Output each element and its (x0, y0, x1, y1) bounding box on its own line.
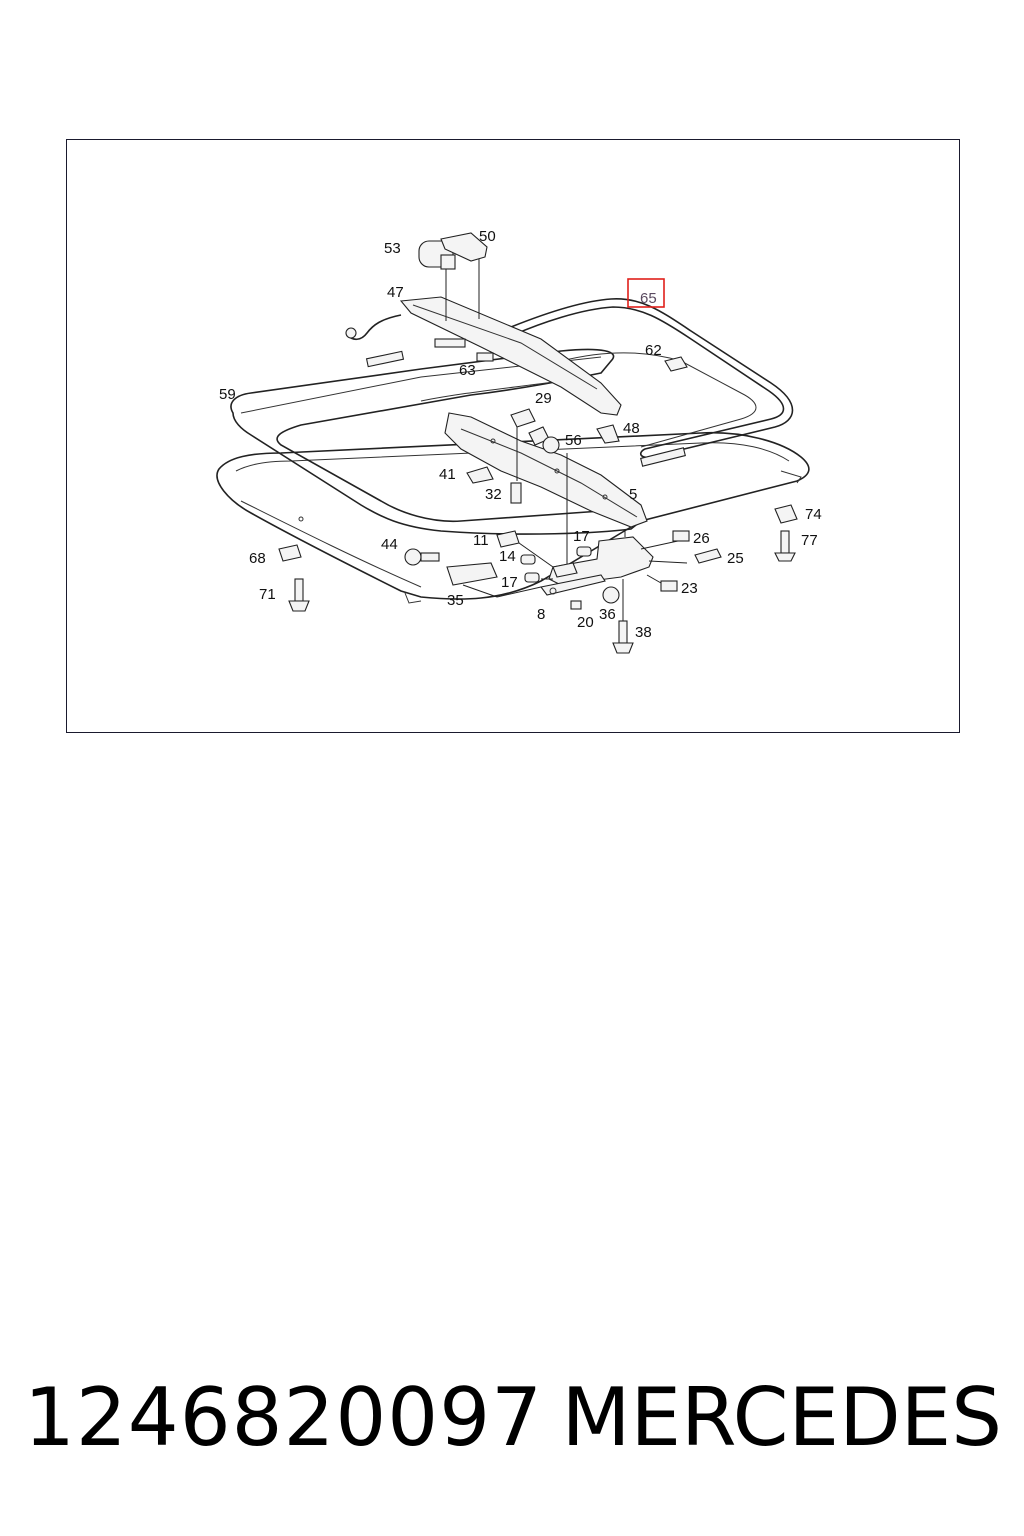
callout-17-top: 17 (573, 528, 590, 545)
clip-68 (278, 544, 302, 562)
callout-23: 23 (681, 580, 698, 597)
callout-56: 56 (565, 432, 582, 449)
callout-65[interactable]: 65 (640, 290, 657, 307)
callout-25: 25 (727, 550, 744, 567)
callout-48: 48 (623, 420, 640, 437)
screw-38 (612, 620, 634, 654)
callout-74: 74 (805, 506, 822, 523)
brand-name: MERCEDES (561, 1371, 1002, 1464)
callout-11: 11 (473, 532, 489, 549)
callout-35: 35 (447, 592, 464, 609)
screw-71 (288, 578, 310, 612)
callout-50: 50 (479, 228, 496, 245)
bracket-35 (446, 562, 498, 586)
callout-29: 29 (535, 390, 552, 407)
callout-68: 68 (249, 550, 266, 567)
callout-20: 20 (577, 614, 594, 631)
callout-17-bottom: 17 (501, 574, 518, 591)
screw-77 (774, 530, 796, 562)
callout-53: 53 (384, 240, 401, 257)
clip-62 (664, 356, 688, 372)
highlight-box (627, 278, 665, 308)
center-guide (444, 412, 648, 528)
part-number: 1246820097 (24, 1371, 543, 1464)
drive-cable (346, 314, 402, 341)
callout-41: 41 (439, 466, 456, 483)
sunroof-exploded-diagram: 53 50 47 65 62 63 59 29 48 56 41 32 5 74… (216, 228, 822, 654)
pad-26 (672, 530, 690, 542)
clip-29 (510, 408, 536, 428)
slider-pad (434, 338, 466, 348)
trim-strip (365, 350, 405, 368)
roller-56 (542, 436, 560, 454)
callout-38: 38 (635, 624, 652, 641)
pad-20 (570, 600, 582, 610)
deflector-strip (640, 447, 686, 467)
callout-62: 62 (645, 342, 662, 359)
callout-26: 26 (693, 530, 710, 547)
pad-14 (520, 554, 536, 565)
callout-63: 63 (459, 362, 476, 379)
clip-74 (774, 504, 798, 524)
seal-strip (510, 298, 794, 459)
bolt-44 (404, 548, 440, 566)
callout-77: 77 (801, 532, 818, 549)
callout-32: 32 (485, 486, 502, 503)
clip-41 (466, 466, 494, 484)
pad-17b (576, 546, 592, 557)
callout-71: 71 (259, 586, 276, 603)
spring-25 (694, 548, 722, 564)
roof-panel-outline (216, 431, 810, 600)
guide-rail (399, 296, 622, 416)
clip-48 (596, 424, 620, 444)
pad-17a (524, 572, 540, 583)
gear-bracket (440, 232, 488, 262)
callout-5: 5 (629, 486, 637, 503)
bolt-36 (602, 586, 620, 604)
parts-diagram-frame: 53 50 47 65 62 63 59 29 48 56 41 32 5 74… (66, 139, 960, 733)
pad-23 (660, 580, 678, 592)
footer: 1246820097 MERCEDES (0, 1368, 1024, 1468)
callout-59: 59 (219, 386, 236, 403)
callout-36: 36 (599, 606, 616, 623)
callout-8: 8 (537, 606, 545, 623)
callout-44: 44 (381, 536, 398, 553)
clip-63 (476, 352, 494, 362)
callout-47: 47 (387, 284, 404, 301)
callout-14: 14 (499, 548, 516, 565)
screw-32 (510, 482, 522, 504)
